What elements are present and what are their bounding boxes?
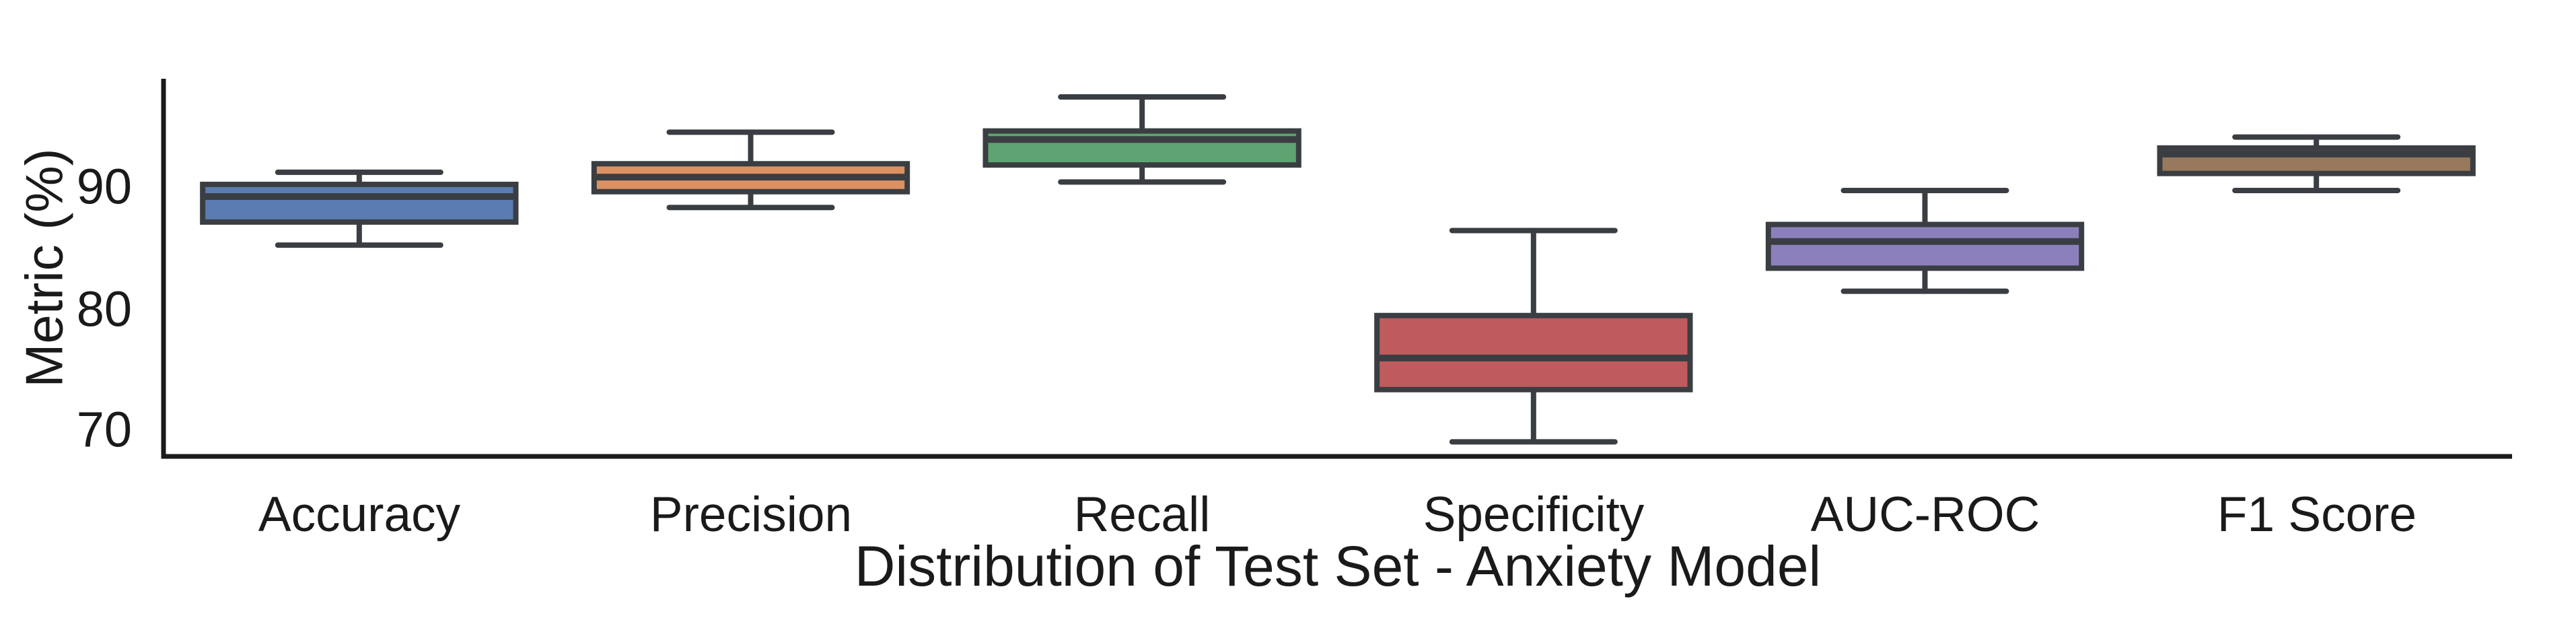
x-axis-title: Distribution of Test Set - Anxiety Model [854,534,1822,598]
box-accuracy [200,181,519,225]
box-auc-roc [1765,221,2085,271]
box-specificity [1374,312,1693,392]
x-category-label-auc-roc: AUC-ROC [1810,487,2040,542]
y-tick-label-70: 70 [76,401,132,458]
y-tick-label-80: 80 [76,281,132,337]
y-tick-label-90: 90 [76,158,132,215]
x-category-label-f1-score: F1 Score [2217,487,2417,542]
box-recall [982,128,1301,168]
x-category-label-accuracy: Accuracy [258,487,461,542]
x-category-label-specificity: Specificity [1423,487,1645,542]
x-category-label-precision: Precision [649,487,853,542]
x-category-label-recall: Recall [1073,487,1211,542]
